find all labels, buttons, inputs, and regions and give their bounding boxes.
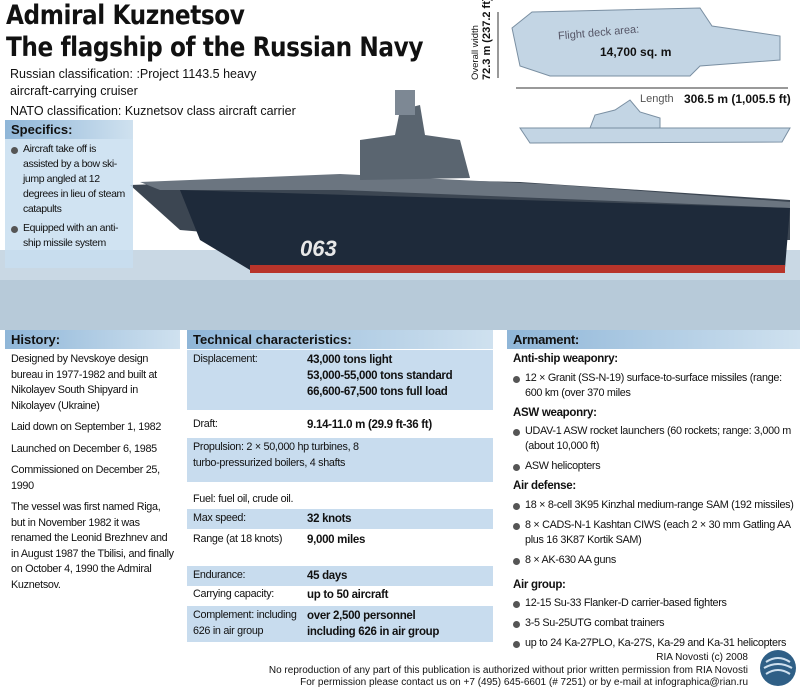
armament-item: up to 24 Ka-27PLO, Ka-27S, Ka-29 and Ka-… [513, 636, 794, 651]
tech-label: Max speed: [193, 512, 246, 524]
tech-row-fuel: Fuel: fuel oil, crude oil. [187, 490, 493, 510]
hull-number: 063 [300, 236, 337, 261]
armament-group-title: Air group: [513, 578, 566, 591]
carrier-schematic [497, 7, 791, 144]
tech-value: over 2,500 personnel including 626 in ai… [307, 610, 440, 638]
tech-label: Complement: including 626 in air group [193, 609, 297, 637]
armament-heading: Armament: [507, 330, 800, 349]
tech-row-endurance: Endurance: 45 days [187, 566, 493, 586]
tech-row-draft: Draft: 9.14-11.0 m (29.9 ft-36 ft) [187, 415, 493, 435]
length-value: 306.5 m (1,005.5 ft) [684, 92, 791, 106]
tech-row-complement: Complement: including 626 in air group ov… [187, 606, 493, 642]
tech-value: 9.14-11.0 m (29.9 ft-36 ft) [307, 419, 432, 431]
tech-value: 43,000 tons light 53,000-55,000 tons sta… [307, 354, 453, 398]
width-value: 72.3 m (237.2 ft) [481, 0, 493, 80]
armament-group-title: ASW weaponry: [513, 406, 597, 419]
armament-item: UDAV-1 ASW rocket launchers (60 rockets;… [513, 424, 794, 454]
tech-heading: Technical characteristics: [187, 330, 493, 349]
russian-classification: Russian classification: :Project 1143.5 … [10, 67, 257, 98]
tech-label: Fuel: fuel oil, crude oil. [193, 493, 294, 505]
armament-group-title: Air defense: [513, 480, 576, 492]
tech-value: 45 days [307, 570, 348, 582]
history-paragraph: The vessel was first named Riga, but in … [11, 501, 174, 591]
deck-value: 14,700 sq. m [600, 45, 672, 59]
specifics-heading: Specifics: [5, 120, 133, 139]
armament-item: 12-15 Su-33 Flanker-D carrier-based figh… [513, 596, 794, 611]
title-line1: Admiral Kuznetsov [6, 0, 245, 31]
specifics-box: Specifics: Aircraft take off is assisted… [5, 120, 133, 268]
tech-row-capacity: Carrying capacity: up to 50 aircraft [187, 585, 493, 605]
ship-photo: 063 [0, 90, 800, 330]
history-paragraph: Launched on December 6, 1985 [11, 442, 157, 455]
title-line2: The flagship of the Russian Navy [6, 32, 424, 63]
contact-info: For permission please contact us on +7 (… [300, 677, 748, 688]
tech-label: Carrying capacity: [193, 588, 275, 600]
armament-item: ASW helicopters [513, 459, 794, 474]
tech-row-range: Range (at 18 knots) 9,000 miles [187, 530, 493, 550]
tech-label: Range (at 18 knots) [193, 533, 283, 545]
tech-row-speed: Max speed: 32 knots [187, 509, 493, 529]
armament-item: 3-5 Su-25UTG combat trainers [513, 616, 794, 631]
tech-label: Draft: [193, 418, 218, 430]
reproduction-notice: No reproduction of any part of this publ… [268, 664, 748, 676]
length-label: Length [640, 93, 674, 105]
tech-row-propulsion: Propulsion: 2 × 50,000 hp turbines, 8 tu… [187, 438, 493, 482]
history-paragraph: Designed by Nevskoye design bureau in 19… [11, 353, 157, 412]
tech-label: Endurance: [193, 569, 246, 581]
tech-value: 9,000 miles [307, 534, 366, 546]
footer: RIA Novosti (c) 2008 No reproduction of … [269, 652, 748, 690]
copyright: RIA Novosti (c) 2008 [656, 652, 748, 663]
history-paragraph: Commissioned on December 25, 1990 [11, 464, 160, 492]
history-section: History: Designed by Nevskoye design bur… [5, 330, 180, 602]
tech-label: Displacement: [193, 353, 258, 365]
tech-value: 32 knots [307, 513, 352, 525]
armament-section: Armament: Anti-ship weaponry: 12 × Grani… [507, 330, 800, 656]
armament-group-title: Anti-ship weaponry: [513, 353, 618, 365]
tech-row-displacement: Displacement: 43,000 tons light 53,000-55… [187, 350, 493, 410]
history-heading: History: [5, 330, 180, 349]
armament-item: 8 × CADS-N-1 Kashtan CIWS (each 2 × 30 m… [513, 518, 794, 548]
armament-item: 12 × Granit (SS-N-19) surface-to-surface… [513, 371, 794, 401]
tech-value: up to 50 aircraft [307, 589, 389, 601]
width-label-text: Overall width [470, 25, 481, 80]
ria-logo-icon [760, 650, 796, 686]
specifics-item: Equipped with an anti-ship missile syste… [11, 221, 129, 251]
armament-item: 8 × AK-630 AA guns [513, 553, 794, 568]
tech-label: Propulsion: 2 × 50,000 hp turbines, 8 tu… [193, 441, 359, 469]
nato-classification: NATO classification: Kuznetsov class air… [10, 104, 296, 118]
history-paragraph: Laid down on September 1, 1982 [11, 421, 162, 433]
specifics-item: Aircraft take off is assisted by a bow s… [11, 142, 129, 217]
armament-item: 18 × 8-cell 3K95 Kinzhal medium-range SA… [513, 498, 794, 513]
